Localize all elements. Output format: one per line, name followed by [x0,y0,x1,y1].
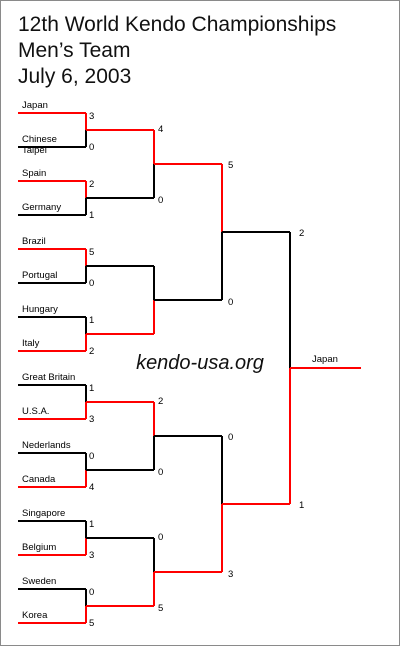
team-score-6: 1 [89,315,94,326]
watermark: kendo-usa.org [136,352,264,374]
champion-name: Japan [312,354,338,365]
team-score-0: 3 [89,111,94,122]
team-name-10: Nederlands [22,440,71,451]
team-name-14: Sweden [22,576,56,587]
team-name-1: Chinese [22,134,57,145]
team-name-4: Brazil [22,236,46,247]
team-score-4: 5 [89,247,94,258]
r2-score-0: 4 [158,124,163,135]
team-name-8: Great Britain [22,372,75,383]
team-name-7: Italy [22,338,40,349]
team-name-5: Portugal [22,270,57,281]
team-score-7: 2 [89,346,94,357]
team-score-9: 3 [89,414,94,425]
team-name-9: U.S.A. [22,406,49,417]
final-score-0: 2 [299,228,304,239]
team-score-2: 2 [89,179,94,190]
r2-score-4: 2 [158,396,163,407]
r3-score-1: 0 [228,297,233,308]
team-score-3: 1 [89,210,94,221]
team-name-13: Belgium [22,542,56,553]
team-name-12: Singapore [22,508,65,519]
team-name-0: Japan [22,100,48,111]
team-score-10: 0 [89,451,94,462]
team-score-5: 0 [89,278,94,289]
r2-score-6: 0 [158,532,163,543]
r2-score-7: 5 [158,603,163,614]
title-line-3: July 6, 2003 [18,65,132,88]
team-score-12: 1 [89,519,94,530]
team-name-2: Spain [22,168,46,179]
team-score-14: 0 [89,587,94,598]
team-name-11: Canada [22,474,56,485]
r3-score-0: 5 [228,160,233,171]
team-name-15: Korea [22,610,48,621]
final-score-1: 1 [299,500,304,511]
team-score-15: 5 [89,618,94,629]
r3-score-2: 0 [228,432,233,443]
r2-score-5: 0 [158,467,163,478]
r3-score-3: 3 [228,569,233,580]
r2-score-1: 0 [158,195,163,206]
team-score-11: 4 [89,482,94,493]
team-name-6: Hungary [22,304,58,315]
title-line-1: 12th World Kendo Championships [18,13,337,36]
team-score-1: 0 [89,142,94,153]
team-name-3: Germany [22,202,61,213]
title-line-2: Men’s Team [18,39,131,62]
team-score-13: 3 [89,550,94,561]
team-name-1: Taipei [22,145,47,156]
team-score-8: 1 [89,383,94,394]
